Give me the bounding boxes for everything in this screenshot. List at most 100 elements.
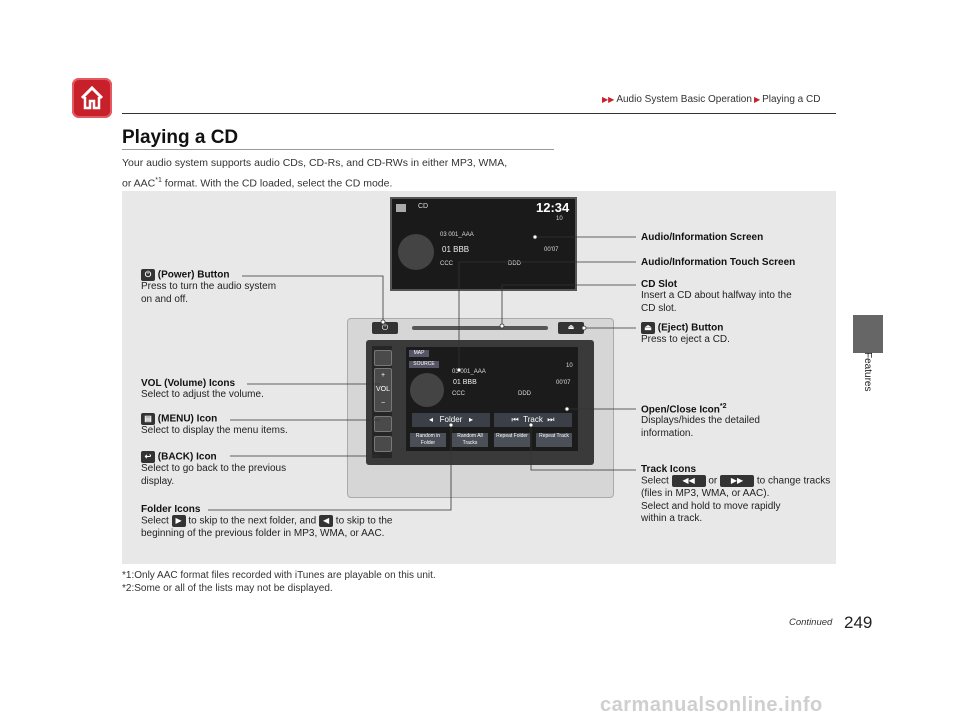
- watermark: carmanualsonline.info: [600, 694, 823, 716]
- touch-time: 00'07: [556, 380, 571, 386]
- skip-back-icon: ◀◀: [671, 475, 706, 487]
- intro-line-2b: format. With the CD loaded, select the C…: [161, 177, 393, 190]
- continued-label: Continued: [789, 617, 833, 628]
- random-all-button[interactable]: Random All Tracks: [452, 433, 488, 447]
- track-desc-3: Select and hold to move rapidly: [641, 500, 781, 512]
- home-icon: [80, 85, 104, 110]
- back-icon: ↩: [141, 451, 155, 463]
- track-desc-2: (files in MP3, WMA, or AAC).: [641, 488, 770, 500]
- eject-title: (Eject) Button: [657, 322, 724, 334]
- screen-row3-right: DDD: [508, 261, 521, 267]
- folder-desc-b: to skip to the next folder, and: [188, 515, 317, 527]
- touch-disc-art: [410, 373, 444, 407]
- folder-callout: Folder Icons Select ▶ to skip to the nex…: [141, 504, 393, 541]
- footnote-1: *1:Only AAC format files recorded with i…: [122, 570, 436, 581]
- intro-line-1: Your audio system supports audio CDs, CD…: [122, 157, 508, 169]
- power-button[interactable]: ⏻: [372, 322, 398, 334]
- skip-forward-icon: ▶▶: [720, 475, 755, 487]
- folder-prev-icon[interactable]: ◂: [428, 415, 433, 424]
- touch-row3-left: CCC: [452, 391, 465, 397]
- cd-icon: [396, 204, 406, 212]
- cd-slot-callout: CD Slot Insert a CD about halfway into t…: [641, 279, 792, 315]
- folder-control[interactable]: ◂ Folder ▸: [412, 413, 490, 427]
- menu-title: (MENU) Icon: [157, 413, 218, 425]
- audio-touch-screen: MAP SOURCE 10 03 001_AAA 01 BBB 00'07 CC…: [406, 347, 578, 451]
- openclose-sup: *2: [719, 403, 727, 410]
- eject-callout: ⏏ (Eject) Button Press to eject a CD.: [641, 322, 730, 347]
- track-title: Track Icons: [641, 464, 697, 475]
- eject-button[interactable]: ⏏: [558, 322, 584, 334]
- folder-label: Folder: [439, 415, 463, 424]
- track-label: Track: [523, 415, 543, 424]
- folder-desc-a: Select: [141, 515, 169, 527]
- folder-title: Folder Icons: [141, 504, 201, 515]
- folder-desc-c: to skip to the: [335, 515, 393, 527]
- screen-track: 01 BBB: [442, 245, 470, 254]
- repeat-track-button[interactable]: Repeat Track: [536, 433, 572, 447]
- touch-row3-right: DDD: [518, 391, 531, 397]
- track-prev-icon[interactable]: ⏮: [511, 415, 519, 424]
- touch-volume: 10: [566, 363, 573, 369]
- cd-slot-title: CD Slot: [641, 279, 678, 290]
- side-tab-label: Features: [862, 352, 873, 392]
- side-tab-marker: [853, 315, 883, 353]
- screen-time: 00'07: [544, 247, 559, 253]
- intro-text: Your audio system supports audio CDs, CD…: [122, 155, 562, 193]
- track-next-icon[interactable]: ⏭: [547, 415, 555, 424]
- eject-desc: Press to eject a CD.: [641, 334, 730, 345]
- back-callout: ↩ (BACK) Icon Select to go back to the p…: [141, 451, 286, 488]
- play-left-icon: ◀: [319, 515, 334, 527]
- power-desc-1: Press to turn the audio system: [141, 281, 277, 292]
- cd-slot-desc-1: Insert a CD about halfway into the: [641, 290, 792, 301]
- home-side-icon[interactable]: [374, 350, 392, 366]
- track-desc-b: to change tracks: [756, 475, 831, 487]
- breadcrumb: ▶▶Audio System Basic Operation▶Playing a…: [600, 94, 820, 105]
- power-desc-2: on and off.: [141, 293, 189, 305]
- track-callout: Track Icons Select ◀◀ or ▶▶ to change tr…: [641, 464, 830, 526]
- intro-line-2: or AAC*1 format. With the CD loaded, sel…: [122, 172, 562, 193]
- map-button[interactable]: MAP: [409, 350, 429, 357]
- screen-volume: 10: [556, 216, 563, 222]
- back-desc-1: Select to go back to the previous: [141, 463, 287, 474]
- footnote-2: *2:Some or all of the lists may not be d…: [122, 583, 333, 594]
- chevron-right-icon: ▶▶: [602, 95, 615, 104]
- back-side-icon[interactable]: [374, 436, 392, 452]
- folder-next-icon[interactable]: ▸: [469, 415, 474, 424]
- screen-row3-left: CCC: [440, 261, 453, 267]
- screen-folder: 03 001_AAA: [440, 232, 474, 238]
- back-desc-2: display.: [141, 475, 175, 487]
- random-folder-button[interactable]: Random in Folder: [410, 433, 446, 447]
- vol-desc: Select to adjust the volume.: [141, 389, 264, 400]
- track-desc-a: Select: [641, 475, 669, 487]
- source-button[interactable]: SOURCE: [409, 361, 439, 368]
- track-desc-or: or: [708, 475, 718, 487]
- home-button[interactable]: [72, 78, 112, 118]
- power-title: (Power) Button: [157, 269, 230, 281]
- audio-info-screen: CD 12:34 10 03 001_AAA 01 BBB 00'07 CCC …: [390, 197, 577, 291]
- vol-label: VOL: [375, 386, 390, 393]
- page-title: Playing a CD: [122, 127, 239, 148]
- breadcrumb-section[interactable]: Audio System Basic Operation: [616, 94, 752, 105]
- back-title: (BACK) Icon: [157, 451, 217, 463]
- power-callout: ⏻ (Power) Button Press to turn the audio…: [141, 269, 276, 306]
- track-control[interactable]: ⏮ Track ⏭: [494, 413, 572, 427]
- eject-icon: ⏏: [641, 322, 655, 334]
- audio-screen-label: Audio/Information Screen: [641, 232, 764, 243]
- menu-desc: Select to display the menu items.: [141, 425, 288, 436]
- touch-screen-label: Audio/Information Touch Screen: [641, 257, 796, 268]
- screen-clock: 12:34: [536, 200, 570, 215]
- volume-control[interactable]: +VOL−: [374, 368, 392, 412]
- disc-art: [398, 234, 434, 270]
- openclose-desc-1: Displays/hides the detailed: [641, 415, 760, 427]
- repeat-folder-button[interactable]: Repeat Folder: [494, 433, 530, 447]
- power-icon: ⏻: [141, 269, 155, 281]
- breadcrumb-page[interactable]: Playing a CD: [762, 94, 821, 105]
- footnote-ref: *1: [155, 177, 162, 184]
- track-desc-4: within a track.: [641, 513, 703, 525]
- cd-slot[interactable]: [412, 326, 548, 330]
- chevron-right-icon: ▶: [753, 95, 761, 104]
- header-divider: [122, 113, 836, 114]
- page-number: 249: [844, 613, 873, 632]
- folder-desc-2: beginning of the previous folder in MP3,…: [141, 528, 385, 540]
